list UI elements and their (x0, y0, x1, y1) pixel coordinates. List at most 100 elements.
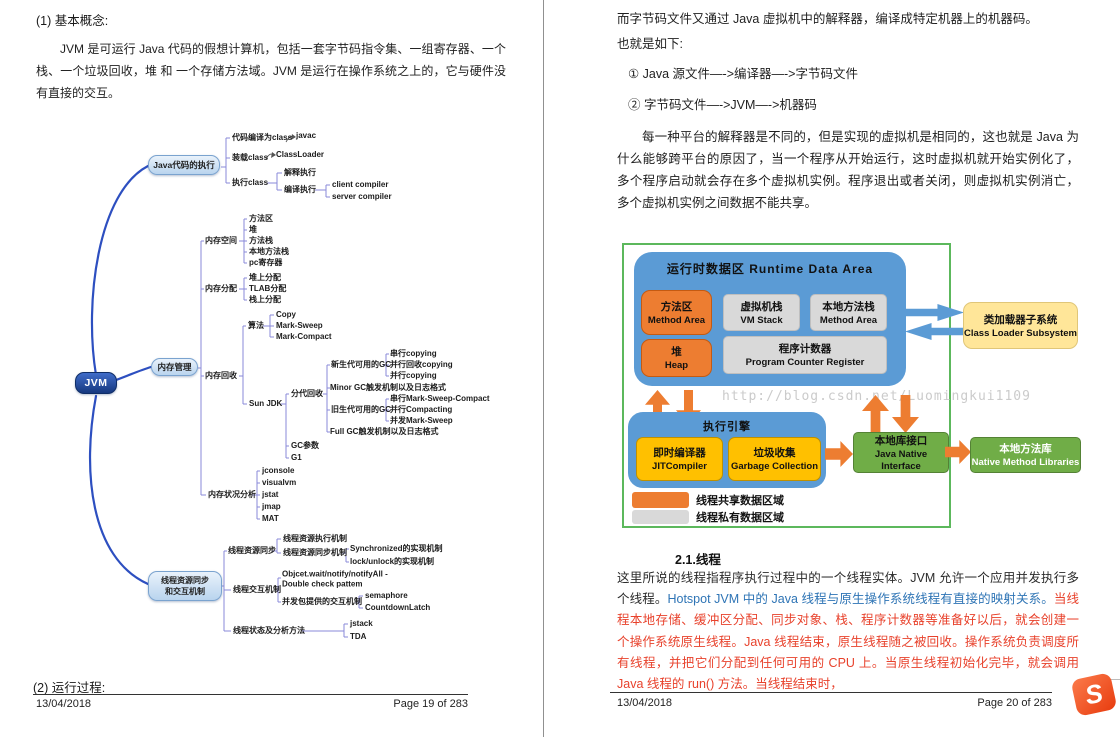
gc-en: Garbage Collection (730, 461, 819, 473)
mindmap-label: lock/unlock的实现机制 (350, 556, 435, 566)
pc-register-zh: 程序计数器 (778, 343, 832, 356)
mindmap-label: Objcet.wait/notify/notifyAll - Double ch… (282, 569, 388, 589)
mindmap-label: client compiler (332, 179, 389, 189)
page-19: (1) 基本概念: JVM 是可运行 Java 代码的假想计算机，包括一套字节码… (0, 0, 543, 737)
mindmap-label: Synchronized的实现机制 (350, 543, 443, 553)
native-libs-en: Native Method Libraries (971, 457, 1080, 469)
pc-register-box: 程序计数器 Program Counter Register (723, 336, 887, 374)
mindmap-label: Minor GC触发机制以及日志格式 (330, 382, 446, 392)
jit-en: JITCompiler (652, 461, 707, 473)
mindmap-label: 算法 (248, 320, 264, 330)
mindmap-label: 解释执行 (284, 167, 316, 177)
mindmap-label: 线程资源同步机制 (283, 547, 347, 557)
mindmap-label: 串行copying (390, 348, 437, 358)
footer-page-number: Page 20 of 283 (977, 697, 1052, 709)
mindmap-branch-memory: 内存管理 (151, 358, 198, 376)
mindmap-label: 线程状态及分析方法 (233, 625, 305, 635)
jni-zh: 本地库接口 (874, 434, 928, 447)
mindmap-label: 并行回收copying (390, 359, 453, 369)
method-area-en: Method Area (647, 314, 706, 326)
mindmap-label: jmap (262, 501, 281, 511)
jit-compiler-box: 即时编译器 JITCompiler (636, 437, 723, 481)
mindmap-label: 方法区 (249, 213, 273, 223)
section-heading-thread: 2.1.线程 (675, 553, 721, 567)
mindmap-label: Copy (276, 309, 296, 319)
mindmap-label: 内存回收 (205, 370, 237, 380)
mindmap-label: jstat (262, 489, 279, 499)
class-loader-subsystem-box: 类加载器子系统 Class Loader Subsystem (963, 302, 1078, 349)
mindmap-label: 并行copying (390, 370, 437, 380)
intro-paragraph: JVM 是可运行 Java 代码的假想计算机，包括一套字节码指令集、一组寄存器、… (36, 42, 506, 100)
heap-box: 堆 Heap (641, 339, 712, 377)
mindmap-label: jstack (350, 618, 373, 628)
mindmap-label: visualvm (262, 477, 297, 487)
heap-en: Heap (664, 360, 689, 372)
mindmap-root-jvm: JVM (75, 372, 117, 394)
paragraph-bytecode: 而字节码文件又通过 Java 虚拟机中的解释器，编译成特定机器上的机器码。 (617, 12, 1038, 26)
jvm-mindmap: JVM Java代码的执行 内存管理 线程资源同步 和交互机制 代码编译为cla… (0, 0, 543, 737)
mindmap-label: server compiler (332, 191, 392, 201)
method-area-box: 方法区 Method Area (641, 290, 712, 335)
heading-run-process: (2) 运行过程: (33, 681, 106, 695)
mindmap-label: 内存分配 (205, 283, 237, 293)
mindmap-label: semaphore (365, 590, 408, 600)
mindmap-label: 新生代可用的GC (331, 359, 391, 369)
mindmap-connectors (88, 134, 389, 638)
mindmap-label: ClassLoader (276, 149, 325, 159)
pc-register-en: Program Counter Register (745, 357, 865, 369)
text-segment: 这里所说的线程指程序执行过程中的一个线程实体。JVM 允许一个应用并发执行多个线… (617, 571, 1079, 607)
csdn-logo: S (1070, 672, 1118, 717)
text-segment: 当线程本地存储、缓冲区分配、同步对象、栈、程序计数器等准备好以后，就会创建一个操… (617, 592, 1079, 692)
page-divider (543, 0, 544, 737)
legend-private-label: 线程私有数据区域 (696, 512, 784, 524)
mindmap-label: 本地方法栈 (249, 246, 289, 256)
runtime-data-area-title: 运行时数据区 Runtime Data Area (666, 262, 874, 276)
mindmap-label: 内存空间 (205, 235, 237, 245)
paragraph-as-follows: 也就是如下: (617, 37, 683, 51)
jni-en: Java Native Interface (874, 449, 928, 472)
mindmap-label: Mark-Compact (276, 331, 332, 341)
mindmap-label: 方法栈 (249, 235, 273, 245)
native-method-libraries-box: 本地方法库 Native Method Libraries (970, 437, 1081, 473)
mindmap-label: Full GC触发机制以及日志格式 (330, 426, 439, 436)
mindmap-label: pc寄存器 (249, 257, 283, 267)
execution-engine-title: 执行引擎 (703, 421, 751, 433)
vm-stack-zh: 虚拟机栈 (740, 300, 783, 313)
mindmap-label: Sun JDK (249, 398, 283, 408)
mindmap-label: 堆上分配 (249, 272, 281, 282)
mindmap-label: jconsole (262, 465, 295, 475)
mindmap-label: 旧生代可用的GC (331, 404, 391, 414)
mindmap-label: 栈上分配 (249, 294, 281, 304)
mindmap-label: 串行Mark-Sweep-Compact (390, 393, 490, 403)
step-1: ① Java 源文件—->编译器—->字节码文件 (628, 67, 858, 81)
mindmap-label: 线程资源执行机制 (283, 533, 347, 543)
mindmap-label: 堆 (249, 224, 257, 234)
gc-zh: 垃圾收集 (753, 447, 796, 460)
mindmap-label: MAT (262, 513, 279, 523)
mindmap-branch-thread: 线程资源同步 和交互机制 (148, 571, 222, 601)
method-area-zh: 方法区 (660, 300, 693, 313)
mindmap-label: 编译执行 (284, 184, 316, 194)
mindmap-label: 并发Mark-Sweep (390, 415, 453, 425)
footer-rule (33, 694, 468, 695)
page-20: 而字节码文件又通过 Java 虚拟机中的解释器，编译成特定机器上的机器码。 也就… (555, 0, 1120, 737)
thread-paragraph: 这里所说的线程指程序执行过程中的一个线程实体。JVM 允许一个应用并发执行多个线… (617, 568, 1079, 695)
mindmap-label: TLAB分配 (249, 283, 287, 293)
mindmap-label: GC参数 (291, 440, 319, 450)
class-loader-en: Class Loader Subsystem (964, 327, 1077, 339)
footer-rule (610, 692, 1052, 693)
mindmap-label: 并发包提供的交互机制 (282, 596, 362, 606)
legend-shared-swatch (632, 492, 689, 508)
mindmap-branch-java-exec: Java代码的执行 (148, 155, 220, 175)
native-method-stack-zh: 本地方法栈 (822, 300, 875, 313)
legend-shared-label: 线程共享数据区域 (696, 495, 784, 507)
native-method-stack-box: 本地方法栈 Method Area (810, 294, 887, 331)
mindmap-label: 线程资源同步 (228, 545, 276, 555)
mindmap-label: Mark-Sweep (276, 320, 323, 330)
garbage-collection-box: 垃圾收集 Garbage Collection (728, 437, 821, 481)
mindmap-label: 并行Compacting (390, 404, 453, 414)
mindmap-label: CountdownLatch (365, 602, 431, 612)
text-segment: Hotspot JVM 中的 Java 线程与原生操作系统线程有直接的映射关系。 (667, 592, 1054, 607)
class-loader-zh: 类加载器子系统 (983, 313, 1058, 326)
